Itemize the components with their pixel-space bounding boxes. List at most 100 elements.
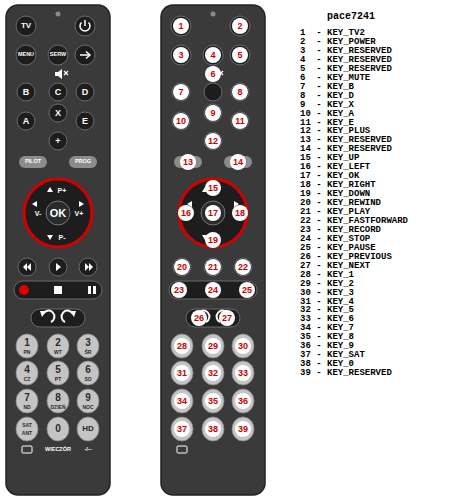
callout-number: 21	[205, 259, 221, 275]
callout-number: 31	[174, 365, 190, 381]
button-sublabel: NOC	[82, 405, 93, 410]
remote-photo	[6, 5, 110, 495]
key-mapping: 39 - KEY_RESERVED	[300, 369, 392, 378]
key-mapping: 12 - KEY_PLUS	[300, 127, 370, 136]
callout-number: 23	[171, 282, 187, 298]
key-mapping: 17 - KEY_OK	[300, 172, 359, 181]
key-mapping: 9 - KEY_X	[300, 101, 354, 110]
callout-number: 22	[235, 259, 251, 275]
callout-number: 13	[180, 154, 196, 170]
callout-number: 18	[232, 205, 248, 221]
callout-number: 30	[235, 338, 251, 354]
key-mapping: 29 - KEY_2	[300, 280, 354, 289]
button-sublabel: CZ	[24, 377, 31, 382]
key-mapping: 26 - KEY_PREVIOUS	[300, 253, 392, 262]
callout-number: 2	[232, 18, 248, 34]
callout-number: 27	[219, 310, 235, 326]
key-mapping: 13 - KEY_RESERVED	[300, 136, 392, 145]
key-mapping: 4 - KEY_RESERVED	[300, 56, 392, 65]
button-label: PILOT	[25, 159, 41, 165]
remote-print: WIECZÓR	[45, 447, 71, 453]
button-label: 4	[24, 365, 30, 375]
callout-number: 7	[173, 84, 189, 100]
callout-number: 29	[205, 338, 221, 354]
key-mapping: 15 - KEY_UP	[300, 154, 359, 163]
key-mapping: 25 - KEY_PAUSE	[300, 244, 376, 253]
button-sublabel: SO	[84, 377, 91, 382]
button-sublabel: DZIEŃ	[51, 405, 66, 410]
button-label: A	[23, 117, 30, 126]
callout-number: 26	[191, 310, 207, 326]
key-mapping: 37 - KEY_SAT	[300, 351, 365, 360]
key-mapping: 16 - KEY_LEFT	[300, 163, 370, 172]
key-mapping: 14 - KEY_RESERVED	[300, 145, 392, 154]
key-mapping: 8 - KEY_D	[300, 92, 354, 101]
key-mapping: 32 - KEY_5	[300, 306, 354, 315]
key-mapping: 35 - KEY_8	[300, 333, 354, 342]
button-sublabel: PN	[24, 350, 31, 355]
callout-number: 16	[178, 205, 194, 221]
key-mapping: 27 - KEY_NEXT	[300, 262, 370, 271]
callout-number: 6	[205, 66, 221, 82]
callout-number: 34	[174, 393, 190, 409]
button-label: 6	[85, 365, 91, 375]
button-label: 7	[24, 393, 30, 403]
button-sublabel: PT	[55, 377, 61, 382]
button-label: MENU	[18, 52, 34, 58]
key-mapping: 1 - KEY_TV2	[300, 29, 365, 38]
callout-number: 25	[239, 282, 255, 298]
button-label: +	[55, 137, 60, 146]
key-mapping: 2 - KEY_POWER	[300, 38, 376, 47]
callout-number: 32	[205, 365, 221, 381]
button-label: HD	[82, 425, 94, 433]
button-label: SERW	[50, 52, 66, 58]
button-label: X	[55, 109, 61, 118]
callout-number: 39	[235, 421, 251, 437]
button-label: 8	[55, 393, 61, 403]
diagram-title: pace7241	[327, 12, 375, 22]
key-mapping: 24 - KEY_STOP	[300, 235, 370, 244]
callout-number: 5	[232, 47, 248, 63]
callout-number: 24	[205, 282, 221, 298]
callout-number: 9	[205, 105, 221, 121]
key-mapping: 22 - KEY_FASTFORWARD	[300, 217, 408, 226]
key-mapping: 21 - KEY_PLAY	[300, 208, 370, 217]
button-label: TV	[21, 22, 31, 30]
button-label: 9	[85, 393, 91, 403]
key-mapping: 33 - KEY_6	[300, 315, 354, 324]
button-label: 5	[55, 365, 61, 375]
key-mapping: 34 - KEY_7	[300, 324, 354, 333]
callout-number: 35	[205, 393, 221, 409]
callout-number: 14	[230, 154, 246, 170]
key-mapping: 18 - KEY_RIGHT	[300, 181, 376, 190]
key-mapping: 28 - KEY_1	[300, 271, 354, 280]
callout-number: 8	[232, 84, 248, 100]
key-mapping: 11 - KEY_E	[300, 119, 354, 128]
callout-number: 33	[235, 365, 251, 381]
key-mapping: 23 - KEY_RECORD	[300, 226, 381, 235]
button-label: P-	[59, 234, 66, 241]
remote-numbered	[161, 5, 265, 495]
callout-number: 3	[173, 47, 189, 63]
callout-number: 12	[205, 133, 221, 149]
key-mapping: 31 - KEY_4	[300, 298, 354, 307]
button-sublabel: WT	[54, 350, 62, 355]
key-mapping: 6 - KEY_MUTE	[300, 74, 370, 83]
key-mapping: 3 - KEY_RESERVED	[300, 47, 392, 56]
callout-number: 17	[205, 205, 221, 221]
button-sublabel: ND	[23, 405, 30, 410]
key-mapping: 5 - KEY_RESERVED	[300, 65, 392, 74]
key-mapping: 7 - KEY_B	[300, 83, 354, 92]
button-label: SAT	[22, 423, 32, 428]
callout-number: 19	[205, 232, 221, 248]
key-mapping: 20 - KEY_REWIND	[300, 199, 381, 208]
button-label: D	[82, 88, 89, 97]
button-sublabel: ANT	[22, 431, 32, 436]
callout-number: 20	[174, 259, 190, 275]
callout-number: 36	[235, 393, 251, 409]
callout-number: 28	[174, 338, 190, 354]
key-mapping: 36 - KEY_9	[300, 342, 354, 351]
button-label: P+	[58, 187, 67, 194]
